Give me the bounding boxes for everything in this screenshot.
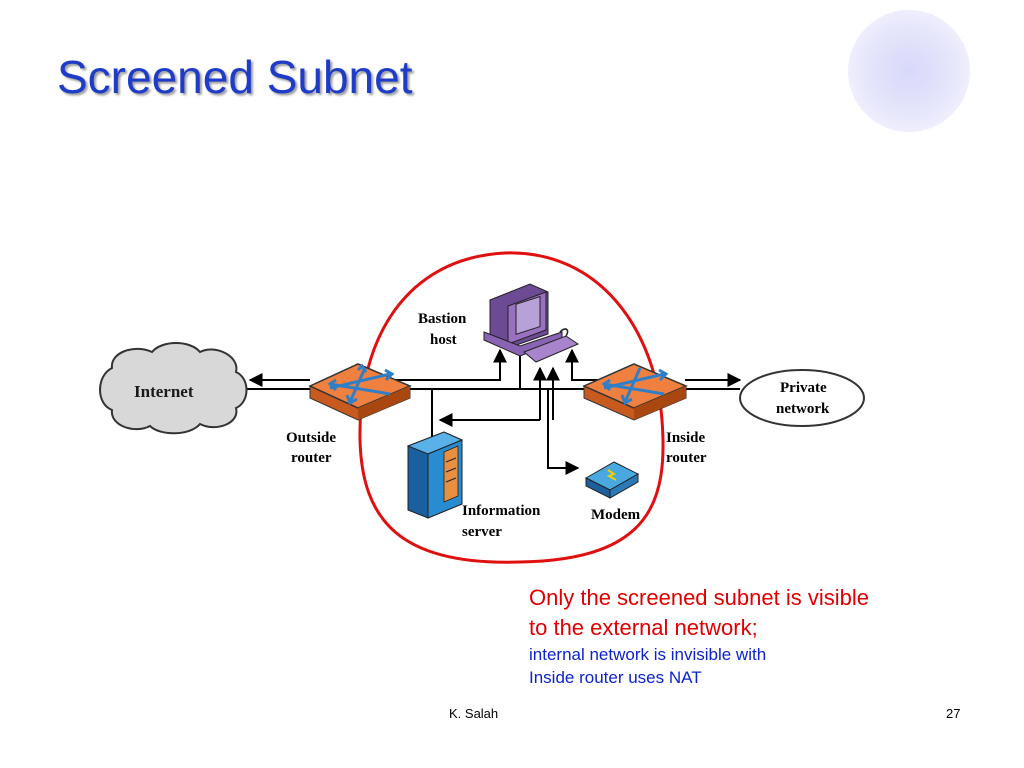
bastion-host-label-2: host (430, 332, 457, 348)
information-server-label-1: Information (462, 503, 541, 519)
note-block: Only the screened subnet is visible to t… (529, 583, 869, 689)
decorative-circle (848, 10, 970, 132)
information-server-icon (406, 431, 464, 519)
note-line-1: Only the screened subnet is visible (529, 585, 869, 610)
screened-subnet-outline (358, 251, 665, 564)
inside-router-label-1: Inside (666, 430, 706, 446)
information-server-label-2: server (462, 524, 502, 540)
note-line-4: Inside router uses NAT (529, 668, 702, 687)
page-number: 27 (946, 706, 961, 721)
inside-router-icon (582, 363, 688, 421)
bastion-host-label-1: Bastion (418, 311, 467, 327)
private-network-label-1: Private (780, 380, 827, 396)
internet-label: Internet (134, 382, 194, 401)
internet-cloud-icon (99, 342, 248, 435)
footer-author: K. Salah (449, 706, 499, 721)
private-network-label-2: network (776, 401, 830, 417)
outside-router-label-1: Outside (286, 430, 336, 446)
inside-router-label-2: router (666, 450, 707, 466)
modem-label: Modem (591, 507, 641, 523)
outside-router-label-2: router (291, 450, 332, 466)
slide-title: Screened Subnet (57, 51, 413, 103)
private-network-icon (739, 369, 865, 427)
bastion-host-icon (483, 283, 580, 363)
note-line-3: internal network is invisible with (529, 645, 767, 664)
modem-icon (584, 461, 640, 499)
outside-router-icon (308, 363, 412, 421)
note-line-2: to the external network; (529, 615, 758, 640)
